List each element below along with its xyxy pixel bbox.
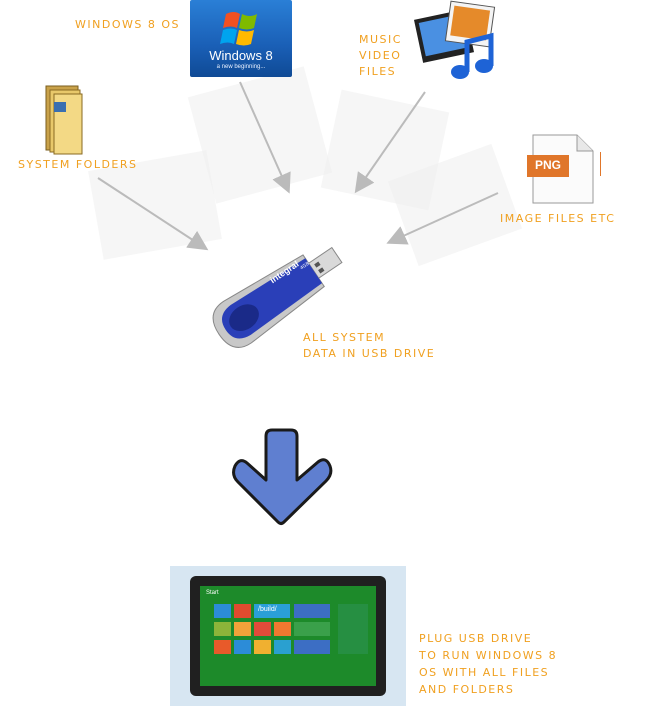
folder-icon xyxy=(45,85,83,155)
windows-logo-title: Windows 8 xyxy=(209,48,273,63)
arrow-media-to-usb xyxy=(354,91,426,194)
tile xyxy=(254,640,271,654)
tablet-screen: Start /build/ xyxy=(200,586,376,686)
windows-logo-tagline: a new beginning... xyxy=(216,64,266,70)
tile-build-label: /build/ xyxy=(258,606,277,613)
arrow-folders-to-usb xyxy=(97,177,209,251)
windows8-logo: Windows 8 a new beginning... xyxy=(190,0,292,77)
tablet-body: Start /build/ xyxy=(190,576,386,696)
label-line: OS WITH ALL FILES xyxy=(419,666,550,679)
label-system-folders: SYSTEM FOLDERS xyxy=(18,158,138,171)
tile xyxy=(214,604,231,618)
tile xyxy=(234,622,251,636)
arrow-images-to-usb xyxy=(386,192,499,245)
label-line: VIDEO xyxy=(359,49,402,62)
label-media-files: MUSIC VIDEO FILES xyxy=(359,32,402,80)
separator-line xyxy=(600,152,601,176)
media-files-icon xyxy=(413,0,496,79)
label-windows-os: WINDOWS 8 OS xyxy=(75,18,180,31)
tile xyxy=(274,640,291,654)
label-line: ALL SYSTEM xyxy=(303,331,386,344)
tile xyxy=(234,604,251,618)
label-plug-usb: PLUG USB DRIVE TO RUN WINDOWS 8 OS WITH … xyxy=(419,630,557,698)
windows-flag-icon xyxy=(220,12,257,46)
label-line: AND FOLDERS xyxy=(419,683,515,696)
png-file-icon: PNG xyxy=(527,133,597,205)
arrow-windows-to-usb xyxy=(239,81,291,194)
tile-build: /build/ xyxy=(254,604,290,618)
label-line: MUSIC xyxy=(359,33,402,46)
label-usb-data: ALL SYSTEM DATA IN USB DRIVE xyxy=(303,330,435,362)
tile xyxy=(214,640,231,654)
label-image-files: IMAGE FILES ETC xyxy=(500,212,616,225)
tile xyxy=(234,640,251,654)
start-screen-title: Start xyxy=(206,590,219,596)
tile xyxy=(214,622,231,636)
tile xyxy=(254,622,271,636)
label-line: FILES xyxy=(359,65,397,78)
label-line: DATA IN USB DRIVE xyxy=(303,347,436,360)
windows8-tablet: Start /build/ xyxy=(170,566,406,706)
tile xyxy=(294,640,330,654)
png-label: PNG xyxy=(534,158,561,172)
label-line: TO RUN WINDOWS 8 xyxy=(419,649,558,662)
tile xyxy=(294,622,330,636)
usb-drive-icon: integral 4GB xyxy=(208,225,358,360)
big-down-arrow xyxy=(232,428,333,525)
tile xyxy=(338,604,368,654)
tile xyxy=(274,622,291,636)
tile xyxy=(294,604,330,618)
label-line: PLUG USB DRIVE xyxy=(419,632,533,645)
